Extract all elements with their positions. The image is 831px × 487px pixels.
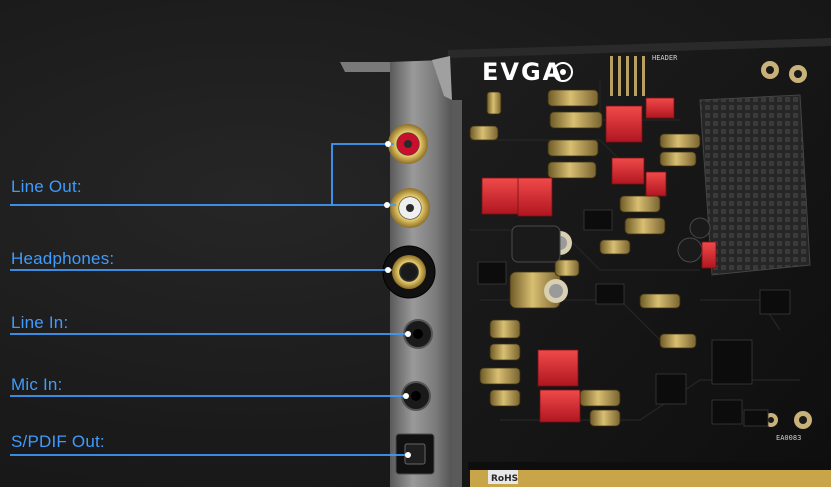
model-silkscreen: EA0083 <box>776 434 801 442</box>
line-out-label: Line Out: <box>11 177 82 196</box>
header-silkscreen: HEADER <box>652 54 678 62</box>
evga-circle-logo <box>553 62 573 82</box>
line-out-jack-white <box>390 188 430 228</box>
line-out-leader <box>10 143 394 206</box>
line-out-jack-red <box>388 124 428 164</box>
edge-connector <box>468 462 831 487</box>
leader-dots <box>384 141 411 458</box>
ic-chips <box>477 209 791 427</box>
evga-logo: EVGA <box>482 58 563 86</box>
spdif-optical-port <box>395 433 435 475</box>
mic-in-label: Mic In: <box>11 375 63 394</box>
red-relays <box>481 97 717 423</box>
leader-lines <box>10 143 408 456</box>
spdif-out-label: S/PDIF Out: <box>11 432 105 451</box>
headphones-jack <box>382 245 436 299</box>
headphones-label: Headphones: <box>11 249 115 268</box>
heatsink <box>699 94 811 276</box>
line-in-label: Line In: <box>11 313 69 332</box>
capacitors <box>469 89 711 427</box>
pin-header <box>610 56 645 96</box>
rohs-sticker: RoHS <box>488 470 518 484</box>
svg-text:RoHS: RoHS <box>491 474 518 484</box>
